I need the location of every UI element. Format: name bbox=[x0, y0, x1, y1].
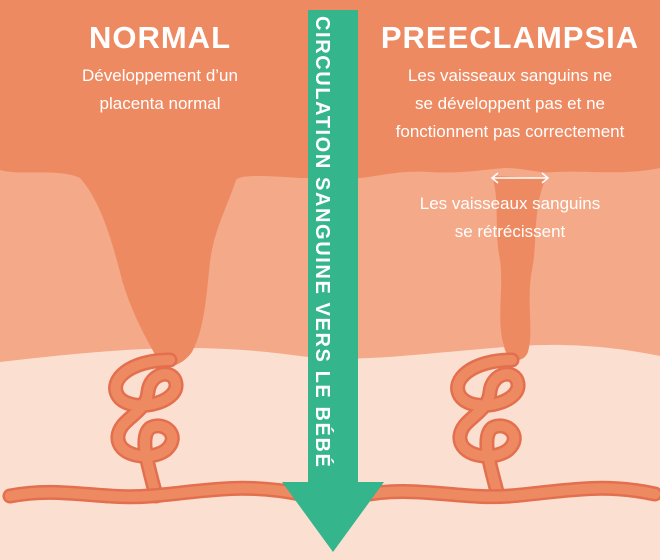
narrowing-label-line: Les vaisseaux sanguins bbox=[360, 190, 660, 218]
normal-description: Développement d’un placenta normal bbox=[10, 62, 310, 118]
preeclampsia-description: Les vaisseaux sanguins ne se développent… bbox=[360, 62, 660, 146]
narrowing-label-line: se rétrécissent bbox=[360, 218, 660, 246]
normal-panel-header: NORMAL Développement d’un placenta norma… bbox=[10, 18, 310, 118]
narrowing-label: Les vaisseaux sanguins se rétrécissent bbox=[360, 190, 660, 246]
normal-description-line: placenta normal bbox=[10, 90, 310, 118]
normal-description-line: Développement d’un bbox=[10, 62, 310, 90]
preeclampsia-title: PREECLAMPSIA bbox=[360, 18, 660, 58]
preeclampsia-description-line: fonctionnent pas correctement bbox=[360, 118, 660, 146]
arrow-label: CIRCULATION SANGUINE VERS LE BÉBÉ bbox=[310, 16, 334, 468]
preeclampsia-panel-header: PREECLAMPSIA Les vaisseaux sanguins ne s… bbox=[360, 18, 660, 146]
preeclampsia-description-line: Les vaisseaux sanguins ne bbox=[360, 62, 660, 90]
preeclampsia-description-line: se développent pas et ne bbox=[360, 90, 660, 118]
normal-title: NORMAL bbox=[10, 18, 310, 58]
